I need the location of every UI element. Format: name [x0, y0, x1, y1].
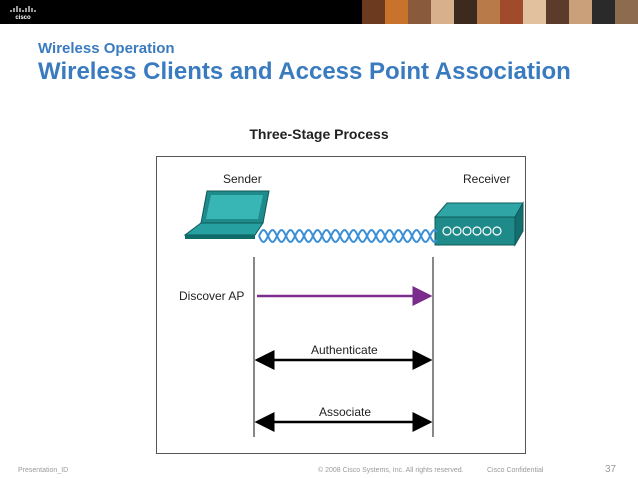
cisco-logo-icon: cisco [10, 6, 36, 21]
diagram-title: Three-Stage Process [249, 126, 389, 142]
access-point-icon [433, 201, 524, 247]
photo-tile [592, 0, 615, 24]
laptop-icon [183, 190, 270, 239]
footer-copyright: © 2008 Cisco Systems, Inc. All rights re… [318, 467, 464, 474]
svg-text:cisco: cisco [15, 15, 31, 21]
photo-tile [615, 0, 638, 24]
photo-tile [362, 0, 385, 24]
photo-tile [477, 0, 500, 24]
photo-tile [454, 0, 477, 24]
diagram-canvas [183, 190, 524, 437]
photo-tile [546, 0, 569, 24]
slide-subtitle: Wireless Operation [38, 40, 175, 57]
photo-tile [431, 0, 454, 24]
top-banner: cisco [0, 0, 638, 24]
receiver-label: Receiver [463, 172, 511, 186]
footer-presentation-id: Presentation_ID [18, 467, 69, 474]
photo-tile [385, 0, 408, 24]
sender-label: Sender [223, 172, 262, 186]
wireless-signal-icon [258, 229, 438, 243]
step-label-discover: Discover AP [179, 289, 245, 303]
step-label-associate: Associate [319, 405, 372, 419]
photo-tile [523, 0, 546, 24]
diagram: Sender Receiver [156, 156, 526, 454]
photo-strip [362, 0, 638, 24]
photo-tile [569, 0, 592, 24]
step-label-authenticate: Authenticate [311, 343, 378, 357]
slide-title: Wireless Clients and Access Point Associ… [38, 58, 571, 85]
photo-tile [408, 0, 431, 24]
footer-confidential: Cisco Confidential [487, 467, 544, 474]
page-number: 37 [605, 464, 617, 475]
photo-tile [500, 0, 523, 24]
